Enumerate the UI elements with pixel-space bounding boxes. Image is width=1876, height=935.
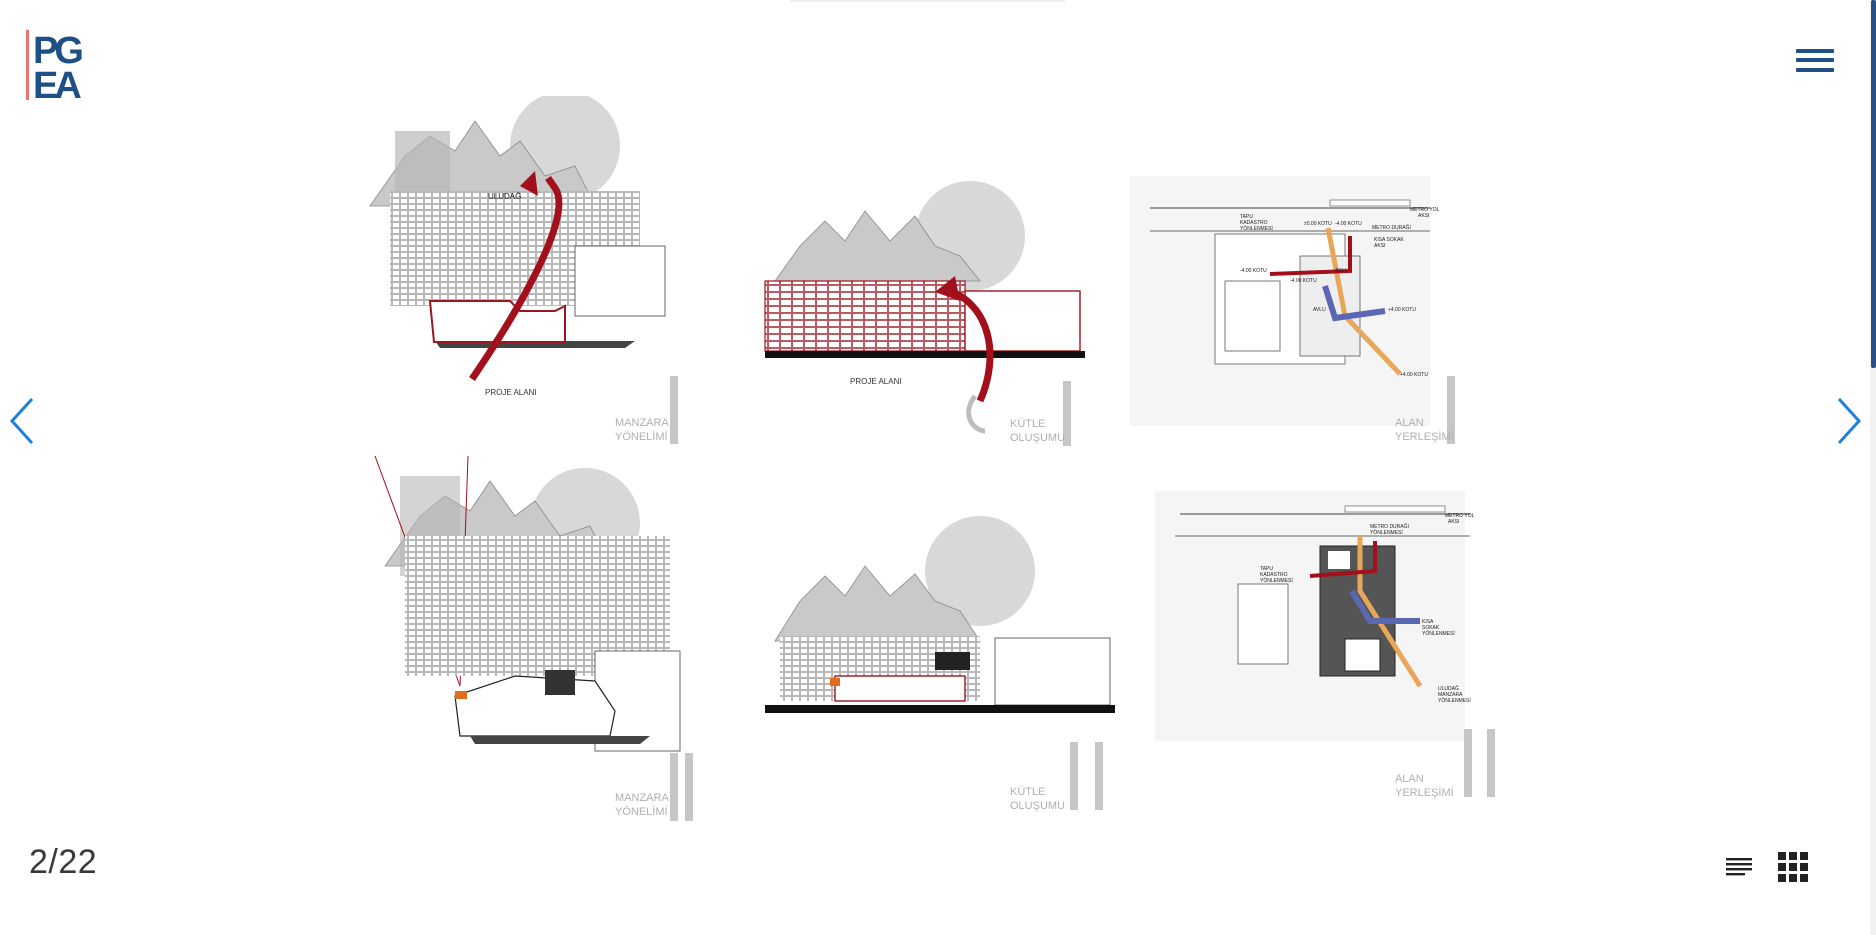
panel-manzara-1: ULUDAĞ PROJE ALANI MANZARA YÖNELİMİ: [369, 91, 678, 444]
logo-stripe: [26, 30, 29, 100]
label-alan-2b: YERLEŞİMİ: [1395, 786, 1454, 799]
label-sokak-2: SOKAK: [1422, 625, 1440, 631]
menu-button[interactable]: [1796, 48, 1836, 76]
chevron-left-icon: [9, 397, 34, 445]
logo-bottom-letters: EA: [33, 65, 81, 100]
chevron-right-icon: [1837, 397, 1862, 445]
label-yonelim-2: YÖNLENMESİ: [1370, 529, 1403, 536]
label-kotu-0: ±0.00 KOTU: [1304, 221, 1332, 227]
label-kotu-p400b: +4.00 KOTU: [1400, 372, 1428, 378]
panel-kutle-1: PROJE ALANI KÜTLE OLUŞUMU: [764, 181, 1085, 446]
panel-kutle-2: KÜTLE OLUŞUMU: [765, 516, 1115, 812]
label-proje-alani-1: PROJE ALANI: [485, 388, 537, 397]
label-yonelim-3: YÖNLENMESİ: [1260, 577, 1293, 584]
top-edge-strip: [790, 0, 1065, 2]
label-kotu-p400: +4.00 KOTU: [1388, 307, 1416, 313]
text-view-button[interactable]: [1721, 850, 1755, 884]
scrollbar-track[interactable]: [1870, 0, 1876, 935]
label-manzara-3: MANZARA: [1438, 692, 1463, 698]
logo-top-letters: PG: [33, 30, 82, 72]
label-kisa-sokak-1: KISA SOKAK: [1374, 237, 1404, 243]
label-kadastro-2: KADASTRO: [1260, 572, 1288, 578]
label-metro-duragi-1: METRO DURAĞI: [1372, 224, 1411, 231]
label-metro-yol-1: METRO YOL: [1410, 207, 1440, 213]
hamburger-icon-line: [1796, 58, 1834, 62]
label-kutle-2b: OLUŞUMU: [1010, 800, 1065, 812]
label-kutle-1b: OLUŞUMU: [1010, 432, 1065, 444]
label-kotu-400b: -4.00 KOTU: [1240, 268, 1267, 274]
grid-icon: [1778, 852, 1808, 882]
pgea-logo[interactable]: PG EA: [26, 30, 100, 107]
label-tapu-2: TAPU: [1260, 566, 1273, 572]
scrollbar-thumb[interactable]: [1871, 0, 1876, 368]
panel-alan-2: METRO YOL AKSI METRO DURAĞI YÖNLENMESİ T…: [1155, 491, 1495, 799]
label-kutle-2a: KÜTLE: [1010, 786, 1045, 798]
label-alan-2a: ALAN: [1395, 773, 1424, 785]
label-yonelim-4: YÖNLENMESİ: [1422, 630, 1455, 637]
panel-manzara-2: MANZARA YÖNELİMİ: [374, 455, 693, 821]
label-manzara-1a: MANZARA: [615, 417, 669, 429]
grid-view-button[interactable]: [1776, 850, 1810, 884]
label-aksi-sokak-1: AKSI: [1374, 243, 1385, 249]
page-counter: 2/22: [29, 843, 98, 881]
label-tapu-1: TAPU: [1240, 214, 1253, 220]
label-alan-1a: ALAN: [1395, 417, 1424, 429]
label-manzara-2b: YÖNELİMİ: [615, 805, 668, 818]
label-kadastro-1: KADASTRO: [1240, 220, 1268, 226]
label-aksi-2: AKSI: [1448, 519, 1459, 525]
hamburger-icon: [1796, 49, 1834, 53]
label-yonelim-5: YÖNLENMESİ: [1438, 697, 1471, 704]
label-uludag-2: ULUDAĞ: [1438, 685, 1459, 692]
label-metro-yol-2: METRO YOL: [1445, 513, 1475, 519]
label-kotu-400a: -4.00 KOTU: [1335, 221, 1362, 227]
slide-image: ULUDAĞ PROJE ALANI MANZARA YÖNELİMİ PROJ…: [360, 91, 1510, 831]
label-avlu: AVLU: [1313, 307, 1326, 313]
panel-alan-1: TAPU KADASTRO YÖNLENMESİ METRO YOL AKSI …: [1130, 176, 1455, 444]
label-alan-1b: YERLEŞİMİ: [1395, 430, 1454, 443]
label-manzara-1b: YÖNELİMİ: [615, 430, 668, 443]
label-akli: AKLI: [1335, 268, 1346, 274]
text-lines-icon: [1726, 858, 1752, 876]
label-kisa-2: KISA: [1422, 619, 1434, 625]
label-kotu-400c: -4.00 KOTU: [1290, 278, 1317, 284]
label-yonelim-1: YÖNLENMESİ: [1240, 225, 1273, 232]
label-manzara-2a: MANZARA: [615, 792, 669, 804]
label-uludag: ULUDAĞ: [488, 192, 521, 201]
label-metro-duragi-2: METRO DURAĞI: [1370, 523, 1409, 530]
hamburger-icon-line: [1796, 68, 1834, 72]
label-aksi-1: AKSI: [1418, 213, 1429, 219]
previous-slide-button[interactable]: [8, 395, 40, 447]
label-proje-alani-2: PROJE ALANI: [850, 377, 902, 386]
next-slide-button[interactable]: [1833, 395, 1865, 447]
label-kutle-1a: KÜTLE: [1010, 418, 1045, 430]
